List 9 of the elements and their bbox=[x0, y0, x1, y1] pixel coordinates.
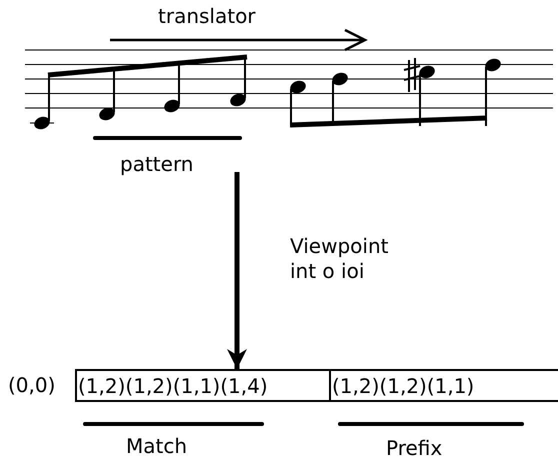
arrow bbox=[227, 172, 247, 369]
annotation-label: translator bbox=[158, 4, 256, 28]
sequence-box: (1,2)(1,2)(1,1)(1,4) bbox=[75, 369, 331, 402]
edge-label: Viewpoint int o ioi bbox=[290, 234, 390, 284]
sequence-box: (1,2)(1,2)(1,1) bbox=[329, 369, 558, 402]
segment-label: Match bbox=[126, 434, 188, 458]
annotation-label: pattern bbox=[120, 152, 194, 176]
sequence-value: (0,0) bbox=[8, 373, 56, 397]
segment-label: Prefix bbox=[386, 436, 442, 460]
